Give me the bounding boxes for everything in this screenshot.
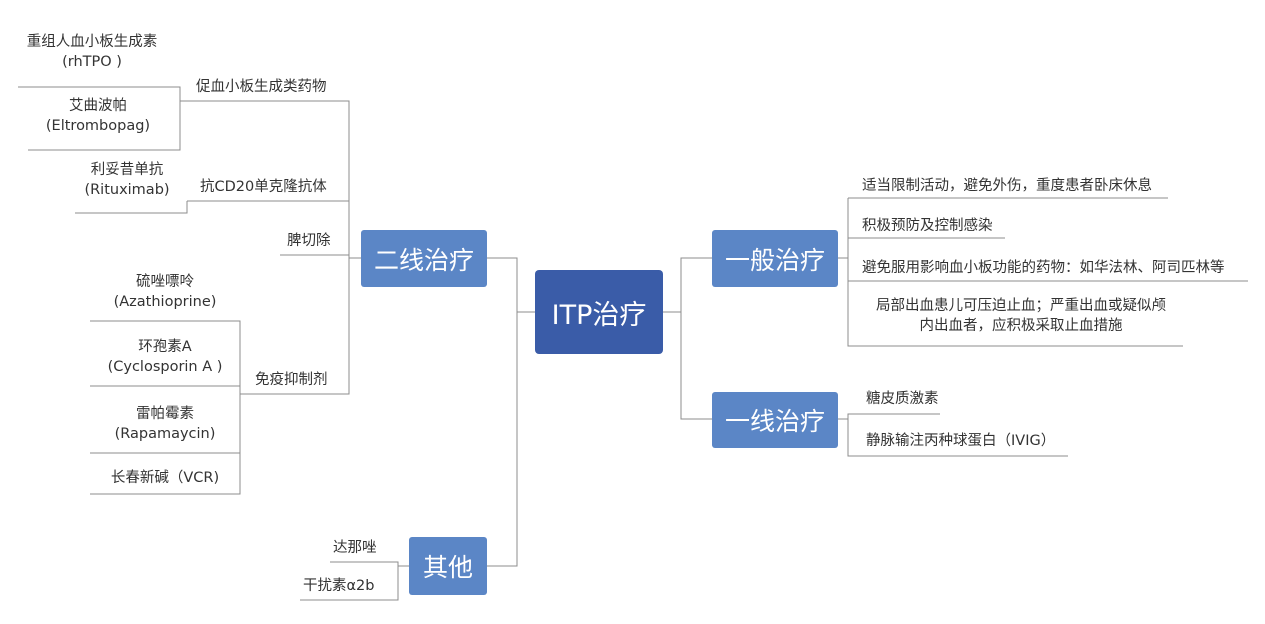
- connector-immuno-leaves: [90, 320, 241, 495]
- connector-tpo-leaves: [18, 86, 181, 151]
- drug-eltrombopag: 艾曲波帕 (Eltrombopag): [28, 96, 168, 136]
- drug-eltrombopag-en: (Eltrombopag): [45, 118, 151, 134]
- bleeding-line-2: 内出血者，应积极采取止血措施: [919, 318, 1123, 334]
- connector-other: [300, 561, 409, 601]
- drug-azathioprine: 硫唑嘌呤 (Azathioprine): [92, 272, 238, 312]
- drug-rapamycin-cn: 雷帕霉素: [136, 406, 194, 422]
- other-node: 其他: [409, 537, 487, 595]
- connector-second-line: [180, 100, 361, 395]
- bleeding-line-1: 局部出血患儿可压迫止血；严重出血或疑似颅: [876, 298, 1166, 314]
- connector-first-line: [838, 413, 1068, 457]
- drug-azathioprine-cn: 硫唑嘌呤: [136, 274, 194, 290]
- root-node: ITP治疗: [535, 270, 663, 354]
- second-line-tpo-label: 促血小板生成类药物: [196, 79, 327, 95]
- general-item-bleeding: 局部出血患儿可压迫止血；严重出血或疑似颅 内出血者，应积极采取止血措施: [862, 296, 1180, 336]
- second-line-immuno-label: 免疫抑制剂: [255, 372, 328, 388]
- general-treatment-node: 一般治疗: [712, 230, 838, 287]
- drug-eltrombopag-cn: 艾曲波帕: [69, 98, 127, 114]
- general-item-activity: 适当限制活动，避免外伤，重度患者卧床休息: [862, 178, 1152, 194]
- general-item-infection: 积极预防及控制感染: [862, 218, 993, 234]
- second-line-splenectomy-label: 脾切除: [287, 233, 331, 249]
- second-line-cd20-label: 抗CD20单克隆抗体: [200, 179, 327, 195]
- other-item-danazol: 达那唑: [333, 540, 377, 556]
- drug-cyclosporin-cn: 环孢素A: [138, 339, 192, 355]
- first-line-item-ivig: 静脉输注丙种球蛋白（IVIG）: [866, 433, 1056, 449]
- drug-azathioprine-en: (Azathioprine): [113, 294, 217, 310]
- connector-general: [838, 197, 1248, 347]
- drug-rituximab-cn: 利妥昔单抗: [90, 162, 164, 178]
- general-item-drug-avoidance: 避免服用影响血小板功能的药物：如华法林、阿司匹林等: [862, 260, 1225, 276]
- drug-vcr: 长春新碱（VCR): [110, 470, 220, 486]
- drug-rituximab-en: (Rituximab): [84, 182, 170, 198]
- drug-cyclosporin-en: (Cyclosporin A ): [107, 359, 223, 375]
- second-line-treatment-node: 二线治疗: [361, 230, 487, 287]
- other-item-interferon: 干扰素α2b: [303, 578, 375, 594]
- first-line-treatment-node: 一线治疗: [712, 392, 838, 448]
- first-line-item-glucocorticoid: 糖皮质激素: [866, 391, 939, 407]
- drug-rapamycin-en: (Rapamaycin): [114, 426, 216, 442]
- drug-rhtpo: 重组人血小板生成素 (rhTPO ): [18, 32, 166, 72]
- connector-root-left: [487, 257, 535, 567]
- drug-rapamycin: 雷帕霉素 (Rapamaycin): [92, 404, 238, 444]
- connector-root-right: [663, 257, 712, 420]
- connector-cd20-leaf: [75, 201, 188, 214]
- drug-rituximab: 利妥昔单抗 (Rituximab): [75, 160, 179, 200]
- drug-cyclosporin: 环孢素A (Cyclosporin A ): [92, 337, 238, 377]
- drug-rhtpo-cn: 重组人血小板生成素: [26, 34, 158, 50]
- drug-rhtpo-en: (rhTPO ): [62, 54, 122, 70]
